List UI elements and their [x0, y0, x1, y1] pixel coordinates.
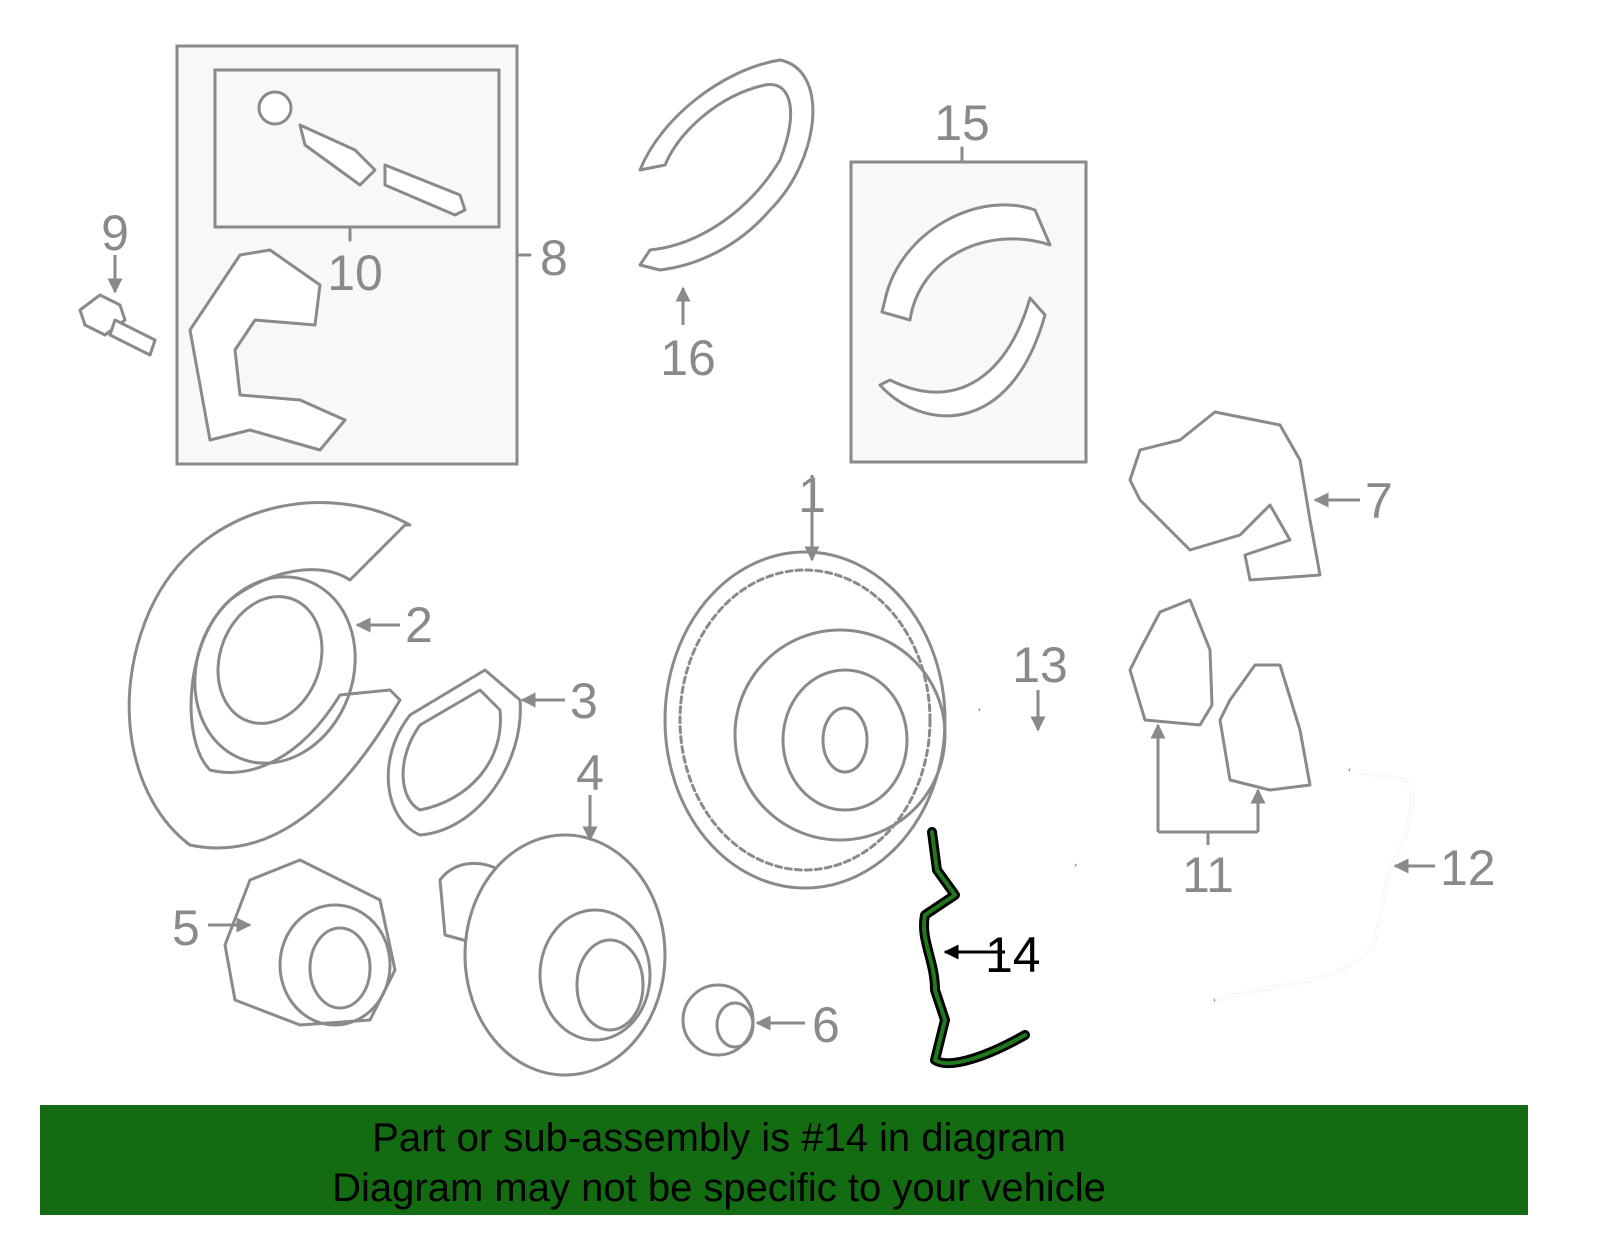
- label-4: 4: [576, 745, 604, 801]
- part-info-banner: Part or sub-assembly is #14 in diagram D…: [40, 1105, 1528, 1215]
- banner-line-1: Part or sub-assembly is #14 in diagram: [372, 1116, 1066, 1160]
- caliper-part-7[interactable]: [1128, 410, 1360, 582]
- abs-sensor-part-14-highlighted[interactable]: [919, 827, 1030, 1069]
- brake-hose-part-13[interactable]: [978, 690, 1077, 867]
- label-6: 6: [812, 997, 840, 1053]
- label-10: 10: [327, 245, 383, 301]
- label-11: 11: [1182, 847, 1234, 903]
- label-8: 8: [540, 230, 568, 286]
- label-1: 1: [798, 467, 826, 523]
- caliper-carrier-kit-part-8[interactable]: [175, 44, 532, 466]
- bolt-part-9[interactable]: [78, 255, 157, 357]
- label-3: 3: [570, 673, 598, 729]
- label-7: 7: [1365, 473, 1393, 529]
- label-14: 14: [985, 927, 1041, 983]
- wheel-bearing-part-5[interactable]: [208, 858, 397, 1027]
- brake-pads-part-11[interactable]: [1128, 598, 1312, 845]
- parking-brake-shoes-part-15[interactable]: [849, 146, 1088, 464]
- backing-plate-part-16[interactable]: [638, 58, 815, 325]
- label-5: 5: [172, 900, 200, 956]
- label-12: 12: [1440, 840, 1496, 896]
- axle-nut-part-6[interactable]: [681, 983, 805, 1057]
- banner-line-2: Diagram may not be specific to your vehi…: [332, 1166, 1106, 1210]
- label-15: 15: [934, 95, 990, 151]
- wear-sensor-part-12[interactable]: [1213, 768, 1435, 1002]
- dust-shield-part-2[interactable]: [127, 501, 412, 850]
- label-16: 16: [660, 330, 716, 386]
- brake-rotor-part-1[interactable]: [663, 475, 947, 890]
- gasket-part-3[interactable]: [386, 668, 565, 837]
- wheel-hub-part-4[interactable]: [438, 795, 667, 1077]
- label-9: 9: [101, 205, 129, 261]
- label-13: 13: [1012, 637, 1068, 693]
- label-2: 2: [405, 597, 433, 653]
